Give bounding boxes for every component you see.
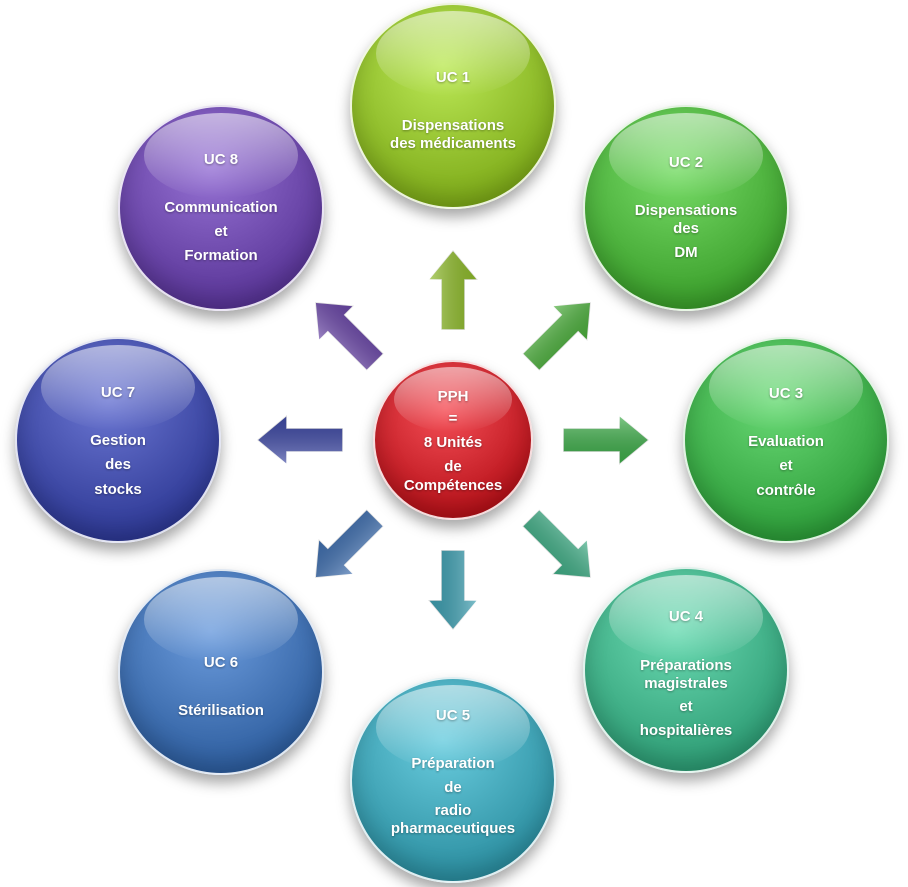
uc5-line-4: de: [444, 779, 462, 796]
center-line-3: 8 Unités: [423, 434, 483, 451]
uc4-line-5: et: [679, 698, 693, 715]
uc5-line-6: pharmaceutiques: [390, 820, 516, 837]
center-line-1: PPH: [437, 388, 469, 405]
uc5-line-1: UC 5: [435, 707, 471, 724]
uc8-line-3: Communication: [164, 199, 278, 216]
uc3-line-4: et: [779, 457, 793, 474]
uc3-line-1: UC 3: [768, 385, 804, 402]
arrow-to-uc5: [426, 549, 480, 632]
arrow-highlight-uc1: [428, 250, 478, 330]
arrow-to-uc2: [521, 301, 592, 372]
uc2-line-5: DM: [674, 244, 698, 261]
uc4-line-6: hospitalières: [639, 722, 733, 739]
uc2-line-1: UC 2: [668, 154, 704, 171]
uc2-line-3: Dispensations: [634, 202, 738, 219]
uc5-line-5: radio: [434, 802, 472, 819]
uc4-line-3: Préparations: [640, 657, 732, 674]
unit-circle-uc6: UC 6 Stérilisation: [118, 569, 324, 775]
arrow-highlight-uc4: [522, 509, 591, 578]
arrow-highlight-uc2: [522, 302, 591, 371]
arrow-highlight-uc7: [257, 415, 343, 465]
uc4-line-4: magistrales: [644, 675, 728, 692]
unit-circle-uc4: UC 4 Préparations magistrales et hospita…: [583, 567, 789, 773]
unit-circle-uc8: UC 8 Communication et Formation: [118, 105, 324, 311]
unit-circle-uc2: UC 2 Dispensations des DM: [583, 105, 789, 311]
uc1-line-4: des médicaments: [390, 135, 516, 152]
arrow-highlight-uc5: [428, 550, 478, 630]
center-circle-pph: PPH = 8 Unités de Compétences: [373, 360, 533, 520]
center-line-2: =: [448, 410, 458, 427]
arrow-highlight-uc6: [315, 509, 384, 578]
uc8-line-4: et: [214, 223, 228, 240]
uc1-line-3: Dispensations: [401, 117, 505, 134]
uc7-line-5: stocks: [94, 481, 142, 498]
center-line-5: Compétences: [403, 477, 503, 494]
uc7-line-1: UC 7: [100, 384, 136, 401]
arrow-highlight-uc8: [315, 302, 384, 371]
arrow-to-uc1: [426, 248, 480, 331]
arrow-to-uc4: [521, 508, 592, 579]
uc1-line-1: UC 1: [435, 69, 471, 86]
uc2-line-4: des: [673, 220, 699, 237]
arrow-to-uc8: [314, 301, 385, 372]
center-line-4: de: [444, 458, 462, 475]
arrow-to-uc6: [314, 508, 385, 579]
uc7-line-4: des: [105, 456, 131, 473]
uc6-line-1: UC 6: [203, 654, 239, 671]
arrow-highlight-uc3: [563, 415, 649, 465]
uc6-line-3: Stérilisation: [178, 702, 264, 719]
uc3-line-5: contrôle: [756, 482, 816, 499]
unit-circle-uc3: UC 3 Evaluation et contrôle: [683, 337, 889, 543]
uc5-line-3: Préparation: [411, 755, 495, 772]
uc8-line-1: UC 8: [203, 151, 239, 168]
uc7-line-3: Gestion: [90, 432, 146, 449]
uc4-line-1: UC 4: [668, 608, 704, 625]
unit-circle-uc5: UC 5 Préparation de radio pharmaceutique…: [350, 677, 556, 883]
arrow-to-uc7: [255, 413, 344, 467]
unit-circle-uc1: UC 1 Dispensations des médicaments: [350, 3, 556, 209]
uc3-line-3: Evaluation: [748, 433, 824, 450]
uc8-line-5: Formation: [184, 247, 258, 264]
arrow-to-uc3: [562, 413, 651, 467]
unit-circle-uc7: UC 7 Gestion des stocks: [15, 337, 221, 543]
